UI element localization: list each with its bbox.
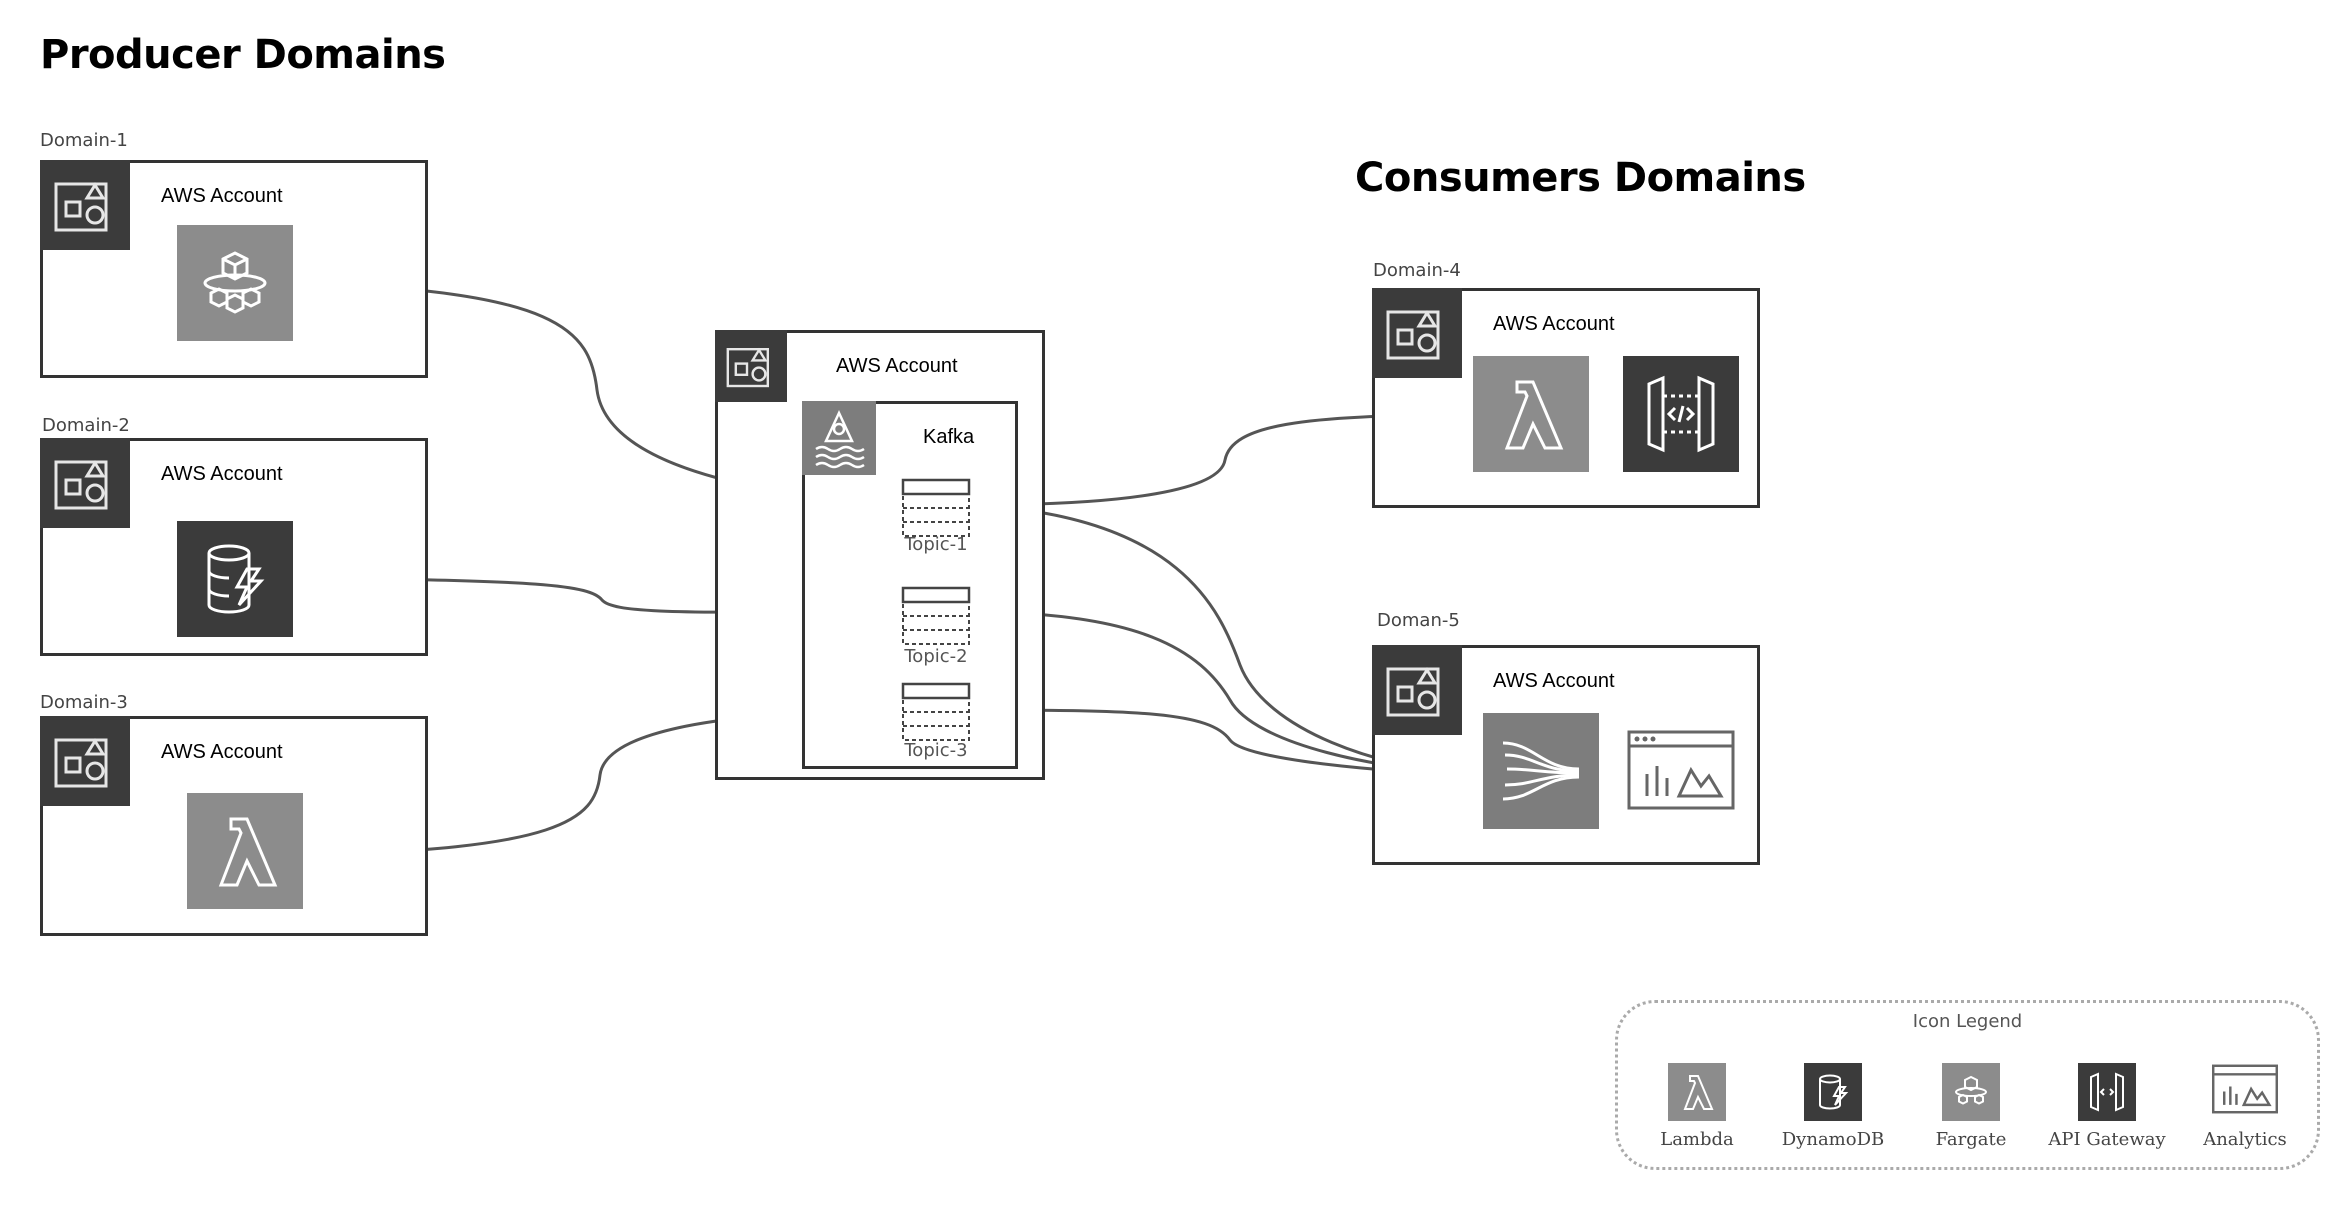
legend-label: API Gateway: [2048, 1129, 2166, 1150]
legend-item-fargate: Fargate: [1906, 1063, 2036, 1150]
legend-title: Icon Legend: [1912, 1011, 2023, 1032]
topic-2-label: Topic-2: [904, 646, 968, 667]
account-label: AWS Account: [1493, 313, 1615, 335]
account-label: AWS Account: [1493, 670, 1615, 692]
producer-domains-heading: Producer Domains: [40, 32, 446, 78]
legend-label: Lambda: [1660, 1129, 1734, 1150]
api-gateway-icon: [2078, 1063, 2136, 1121]
domain-4-label: Domain-4: [1373, 260, 1461, 281]
analytics-icon: [2212, 1064, 2278, 1114]
legend-item-api-gateway: API Gateway: [2042, 1063, 2172, 1150]
domain-1-account-box: AWS Account: [40, 160, 428, 378]
account-label: AWS Account: [161, 185, 283, 207]
aws-account-icon: [1372, 288, 1462, 378]
domain-5-label: Doman-5: [1377, 610, 1460, 631]
lambda-icon: [187, 793, 303, 909]
legend-label: DynamoDB: [1781, 1129, 1885, 1150]
analytics-icon: [1627, 730, 1735, 810]
legend-label: Analytics: [2203, 1129, 2287, 1150]
dynamodb-icon: [1804, 1063, 1862, 1121]
domain-3-label: Domain-3: [40, 692, 128, 713]
domain-2-label: Domain-2: [42, 415, 130, 436]
icon-legend: Icon Legend Lambda DynamoDB Fargate API …: [1615, 1000, 2320, 1170]
connector-topic1-lambda: [969, 406, 1472, 507]
topic-1-icon: [901, 478, 971, 538]
domain-2-account-box: AWS Account: [40, 438, 428, 656]
account-label: AWS Account: [161, 463, 283, 485]
topic-3-label: Topic-3: [904, 740, 968, 761]
account-label: AWS Account: [836, 355, 958, 377]
legend-item-dynamodb: DynamoDB: [1768, 1063, 1898, 1150]
consumers-domains-heading: Consumers Domains: [1355, 155, 1806, 201]
topic-2-icon: [901, 586, 971, 646]
domain-1-label: Domain-1: [40, 130, 128, 151]
topic-3-icon: [901, 682, 971, 742]
aws-account-icon: [40, 716, 130, 806]
aws-account-icon: [1372, 645, 1462, 735]
domain-5-account-box: AWS Account: [1372, 645, 1760, 865]
aws-account-icon: [40, 438, 130, 528]
kafka-cluster-box: Kafka Topic-1 Topic-2 Topic-3: [802, 401, 1018, 769]
kafka-label: Kafka: [923, 426, 975, 448]
domain-3-account-box: AWS Account: [40, 716, 428, 936]
legend-item-analytics: Analytics: [2180, 1063, 2310, 1150]
legend-item-lambda: Lambda: [1632, 1063, 1762, 1150]
fargate-icon: [1942, 1063, 2000, 1121]
legend-label: Fargate: [1935, 1129, 2007, 1150]
domain-4-account-box: AWS Account: [1372, 288, 1760, 508]
fargate-icon: [177, 225, 293, 341]
lambda-icon: [1473, 356, 1589, 472]
dynamodb-icon: [177, 521, 293, 637]
topic-1-label: Topic-1: [904, 534, 968, 555]
msk-kafka-icon: [802, 401, 876, 475]
kafka-account-box: AWS Account Kafka Topic-1 Topic-2 Topic-…: [715, 330, 1045, 780]
account-label: AWS Account: [161, 741, 283, 763]
api-gateway-icon: [1623, 356, 1739, 472]
aws-account-icon: [40, 160, 130, 250]
lambda-icon: [1668, 1063, 1726, 1121]
kinesis-icon: [1483, 713, 1599, 829]
aws-account-icon: [715, 330, 787, 402]
